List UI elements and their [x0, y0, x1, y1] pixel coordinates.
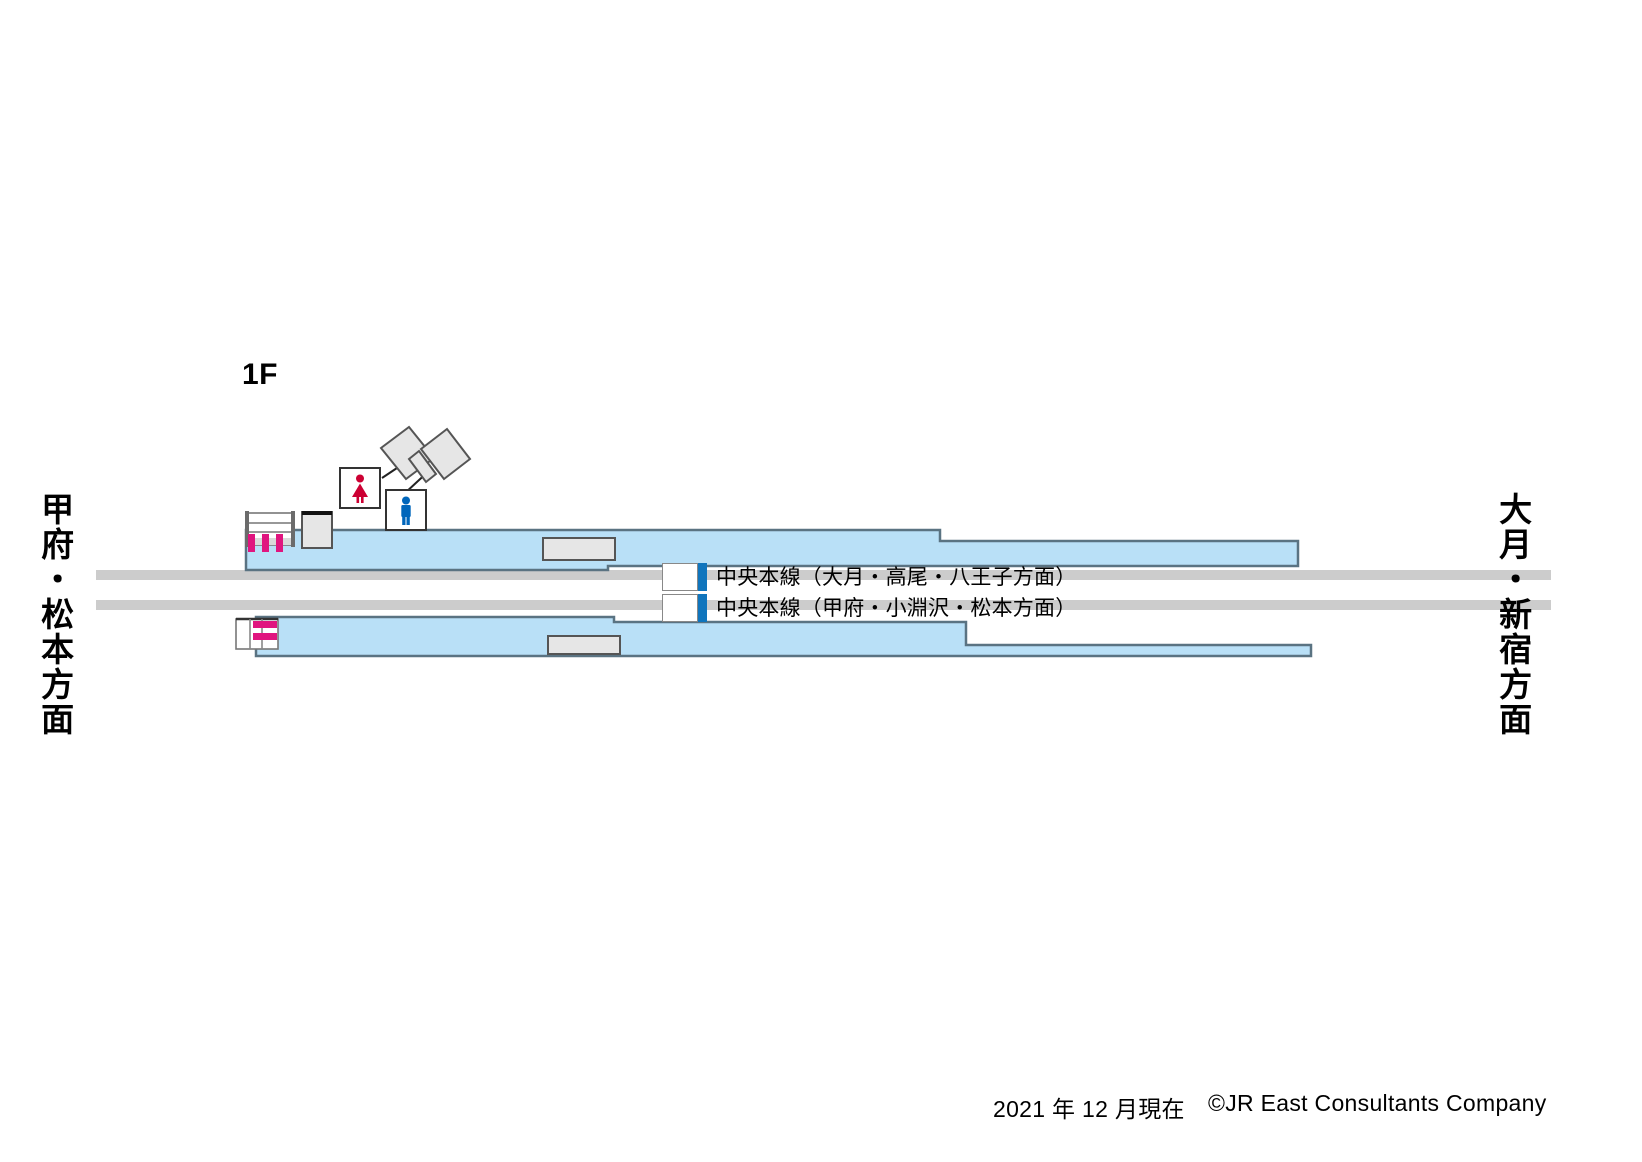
handrail-upper-3	[276, 534, 283, 552]
womens-toilet-icon	[339, 467, 381, 509]
toilet-room-right	[419, 427, 472, 481]
floor-label: 1F	[242, 358, 279, 391]
stairs-upper-rail-right	[291, 511, 295, 547]
platform-lower-shape	[254, 615, 1313, 658]
track-lower	[96, 600, 1551, 610]
elevator-upper	[301, 511, 333, 549]
platform-upper	[244, 528, 1300, 572]
line-label-lower: 中央本線（甲府・小淵沢・松本方面）	[662, 593, 1076, 623]
line-name-lower: 中央本線（甲府・小淵沢・松本方面）	[716, 596, 1077, 620]
stairs-lower	[235, 617, 279, 650]
track-group	[96, 570, 1551, 610]
direction-label-right: 大月・新宿方面	[1494, 492, 1532, 737]
line-name-upper: 中央本線（大月・高尾・八王子方面）	[716, 565, 1077, 589]
line-marker-bar-upper	[698, 563, 707, 591]
stairs-upper-landing	[246, 538, 294, 545]
footer-credit: ©JR East Consultants Company	[1208, 1090, 1547, 1116]
toilet-rooms-group	[379, 425, 472, 495]
stairs-upper-rail-left	[245, 511, 249, 547]
line-marker-box-upper	[662, 563, 698, 591]
mens-toilet-icon-figure	[401, 496, 411, 525]
platform-upper-shelter	[542, 537, 616, 561]
elevator-upper-cap	[302, 511, 332, 515]
platform-lower	[254, 615, 1313, 658]
footer-date: 2021 年 12 月現在	[993, 1096, 1185, 1122]
toilet-room-middle	[407, 449, 438, 484]
handrail-lower-1	[253, 621, 277, 628]
womens-toilet-icon-figure	[352, 474, 368, 503]
direction-label-left: 甲府・松本方面	[36, 492, 74, 737]
platform-lower-shelter	[547, 635, 621, 655]
handrail-lower-2	[253, 633, 277, 640]
mens-toilet-icon	[385, 489, 427, 531]
line-label-upper: 中央本線（大月・高尾・八王子方面）	[662, 562, 1076, 592]
track-upper	[96, 570, 1551, 580]
line-marker-box-lower	[662, 594, 698, 622]
platform-upper-shape	[244, 528, 1300, 572]
line-marker-bar-lower	[698, 594, 707, 622]
handrail-upper-1	[248, 534, 255, 552]
stairs-upper	[245, 511, 333, 552]
handrail-upper-2	[262, 534, 269, 552]
